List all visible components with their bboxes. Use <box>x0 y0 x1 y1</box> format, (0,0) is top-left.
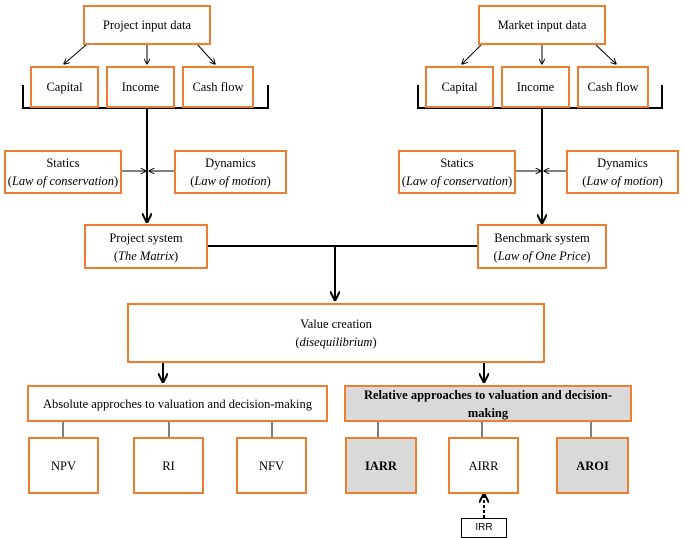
absolute-approaches-box: Absolute approches to valuation and deci… <box>27 385 328 422</box>
market-statics-title: Statics <box>440 156 474 170</box>
project-statics-box: Statics (Law of conservation) <box>4 150 122 194</box>
benchmark-system-sub: (Law of One Price) <box>493 248 591 263</box>
project-income-label: Income <box>121 80 160 94</box>
market-statics-sub: (Law of conservation) <box>401 174 513 188</box>
aroi-label: AROI <box>576 458 609 473</box>
irr-box: IRR <box>461 518 507 538</box>
relative-approaches-label: Relative approaches to valuation and dec… <box>363 387 613 420</box>
project-statics-title: Statics <box>46 156 80 170</box>
project-capital-label: Capital <box>46 80 83 94</box>
market-dynamics-sub: (Law of motion) <box>582 174 663 188</box>
ri-label: RI <box>162 458 175 473</box>
absolute-approaches-label: Absolute approches to valuation and deci… <box>42 396 313 411</box>
project-dynamics-box: Dynamics (Law of motion) <box>174 150 287 194</box>
npv-box: NPV <box>28 437 99 494</box>
aroi-box: AROI <box>556 437 629 494</box>
market-dynamics-title: Dynamics <box>597 156 648 170</box>
market-input-label: Market input data <box>497 18 587 32</box>
benchmark-system-title: Benchmark system <box>494 230 590 245</box>
project-system-title: Project system <box>109 230 183 245</box>
project-dynamics-title: Dynamics <box>205 156 256 170</box>
project-capital-box: Capital <box>30 66 99 108</box>
market-cashflow-label: Cash flow <box>587 80 639 94</box>
iarr-label: IARR <box>365 458 397 473</box>
npv-label: NPV <box>50 458 76 473</box>
market-income-label: Income <box>516 80 555 94</box>
iarr-box: IARR <box>345 437 417 494</box>
market-cashflow-box: Cash flow <box>577 66 649 108</box>
airr-box: AIRR <box>448 437 519 494</box>
market-capital-label: Capital <box>441 80 478 94</box>
value-creation-box: Value creation (disequilibrium) <box>127 303 545 363</box>
market-income-box: Income <box>501 66 570 108</box>
value-creation-title: Value creation <box>300 317 372 331</box>
ri-box: RI <box>133 437 204 494</box>
nfv-box: NFV <box>236 437 307 494</box>
value-creation-sub: (disequilibrium) <box>295 335 377 349</box>
benchmark-system-box: Benchmark system (Law of One Price) <box>477 224 607 269</box>
project-cashflow-box: Cash flow <box>182 66 254 108</box>
project-input-box: Project input data <box>83 5 211 45</box>
airr-label: AIRR <box>468 458 499 473</box>
market-input-box: Market input data <box>478 5 606 45</box>
project-system-sub: (The Matrix) <box>113 248 179 263</box>
project-system-box: Project system (The Matrix) <box>84 224 208 269</box>
project-income-box: Income <box>106 66 175 108</box>
project-dynamics-sub: (Law of motion) <box>190 174 271 188</box>
relative-approaches-box: Relative approaches to valuation and dec… <box>344 385 632 422</box>
project-cashflow-label: Cash flow <box>192 80 244 94</box>
project-input-label: Project input data <box>102 18 192 32</box>
project-statics-sub: (Law of conservation) <box>7 174 119 188</box>
nfv-label: NFV <box>258 458 284 473</box>
irr-label: IRR <box>475 522 493 533</box>
market-statics-box: Statics (Law of conservation) <box>398 150 516 194</box>
market-capital-box: Capital <box>425 66 494 108</box>
market-dynamics-box: Dynamics (Law of motion) <box>566 150 679 194</box>
